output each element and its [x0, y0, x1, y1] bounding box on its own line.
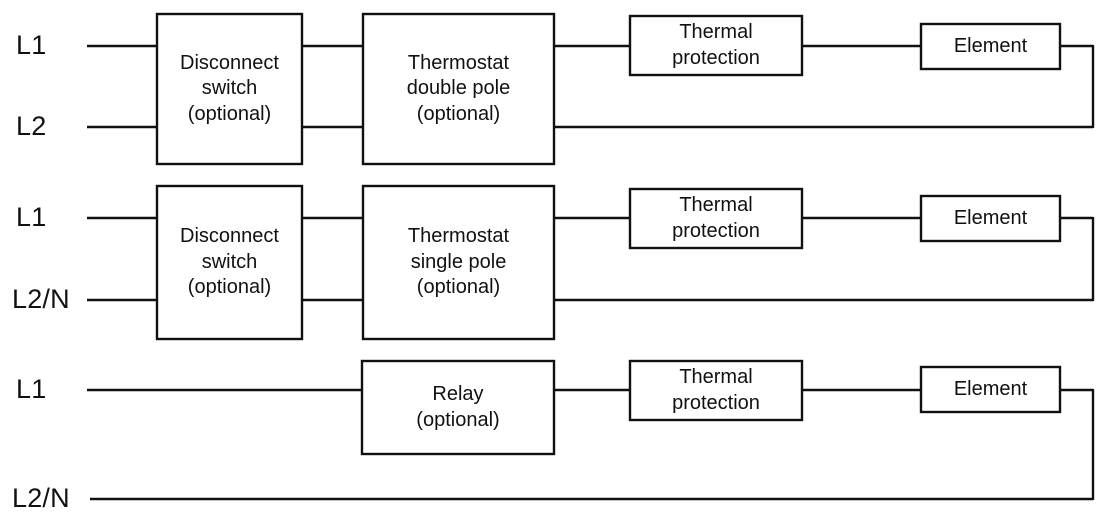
box-r2-thermostat-single-pole[interactable] — [361, 184, 556, 341]
box-r3-thermal-protection[interactable] — [628, 359, 804, 422]
rail-label-r2-l2n: L2/N — [12, 284, 70, 314]
box-r1-disconnect-switch[interactable] — [155, 12, 304, 166]
rail-label-r1-l1: L1 — [16, 30, 47, 60]
box-r1-thermostat-double-pole[interactable] — [361, 12, 556, 166]
rail-label-r3-l1: L1 — [16, 374, 47, 404]
box-r2-disconnect-switch[interactable] — [155, 184, 304, 341]
box-r3-relay[interactable] — [360, 359, 556, 456]
box-r1-thermal-protection[interactable] — [628, 14, 804, 77]
rail-label-r1-l2: L2 — [16, 111, 47, 141]
box-r2-element[interactable] — [919, 194, 1062, 243]
box-r2-thermal-protection[interactable] — [628, 187, 804, 250]
rail-label-r3-l2n: L2/N — [12, 483, 70, 513]
box-r1-element[interactable] — [919, 22, 1062, 71]
box-r3-element[interactable] — [919, 365, 1062, 414]
rail-label-r2-l1: L1 — [16, 202, 47, 232]
